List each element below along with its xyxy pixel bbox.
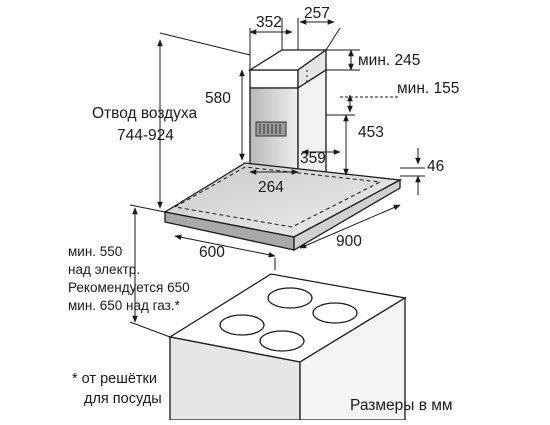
upper-duct-front — [249, 69, 299, 89]
air-outlet-label: Отвод воздуха — [92, 105, 197, 122]
dim-900: 900 — [336, 233, 362, 250]
burner-back-right — [312, 302, 358, 324]
burner-front-left — [219, 314, 265, 336]
vent-grille — [255, 121, 287, 137]
clearance-line-1: мин. 550 — [68, 244, 122, 259]
clearance-line-4: мин. 650 над газ.* — [68, 298, 181, 313]
canopy — [163, 162, 403, 252]
burner-back-left — [267, 287, 313, 309]
dim-264: 264 — [258, 179, 284, 196]
footnote-line-2: для посуды — [84, 391, 162, 407]
dimension-lines — [129, 18, 425, 338]
footnote-line-1: * от решётки — [72, 371, 157, 387]
dim-min-155: мин. 155 — [397, 80, 459, 97]
dim-352: 352 — [256, 14, 282, 31]
dim-46: 46 — [427, 158, 444, 175]
dim-600: 600 — [199, 244, 225, 261]
dimension-labels: 352 257 мин. 245 мин. 155 580 Отвод возд… — [68, 5, 459, 414]
burner-front-right — [259, 330, 305, 352]
clearance-line-2: над электр. — [68, 262, 140, 277]
units-caption: Размеры в мм — [350, 397, 453, 414]
dim-min-245: мин. 245 — [358, 52, 420, 69]
cooktop — [168, 273, 407, 421]
clearance-line-3: Рекомендуется 650 — [68, 280, 190, 295]
air-outlet-range: 744-924 — [117, 127, 174, 144]
dim-359: 359 — [300, 150, 326, 167]
dim-580: 580 — [205, 90, 231, 107]
dim-453: 453 — [358, 124, 384, 141]
dim-257: 257 — [304, 5, 330, 22]
